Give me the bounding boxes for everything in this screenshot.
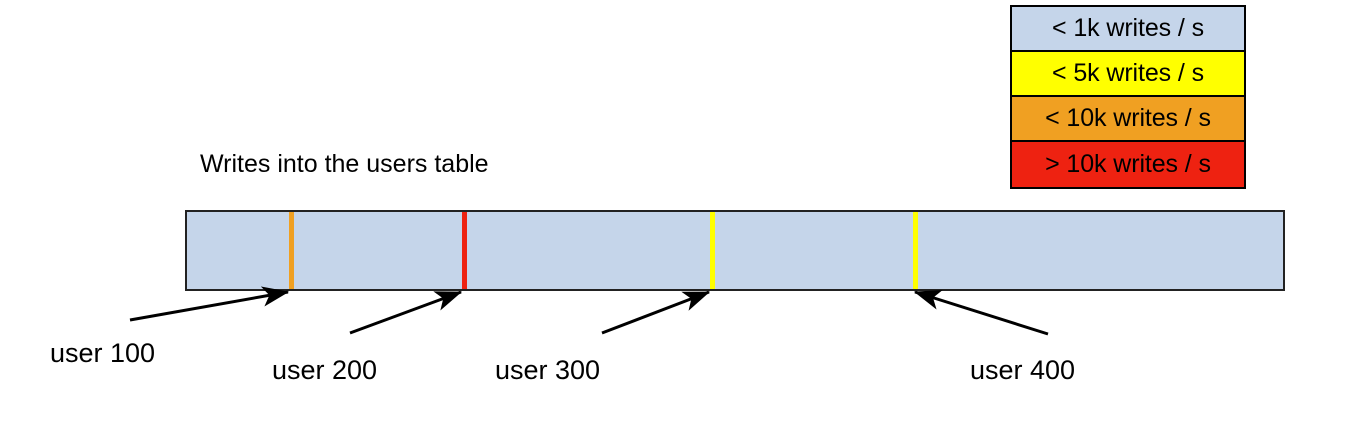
legend-label-over-10k: > 10k writes / s <box>1045 150 1211 178</box>
legend-row-under-5k: < 5k writes / s <box>1012 52 1244 97</box>
users-table-bar <box>185 210 1285 291</box>
label-user-400: user 400 <box>970 355 1076 385</box>
arrow-user-100 <box>129 286 290 322</box>
chart-title: Writes into the users table <box>200 150 489 178</box>
arrow-user-200 <box>349 290 463 335</box>
legend-label-under-5k: < 5k writes / s <box>1051 59 1205 87</box>
marker-stripe-user-400 <box>913 212 918 289</box>
marker-stripe-user-200 <box>462 212 467 289</box>
arrow-user-400 <box>913 290 1049 336</box>
marker-stripe-user-300 <box>710 212 715 289</box>
legend-row-under-1k: < 1k writes / s <box>1012 7 1244 52</box>
legend-row-over-10k: > 10k writes / s <box>1012 142 1244 187</box>
label-user-100: user 100 <box>50 338 156 368</box>
legend-label-under-1k: < 1k writes / s <box>1051 14 1205 42</box>
label-user-300: user 300 <box>495 355 601 385</box>
legend-row-under-10k: < 10k writes / s <box>1012 97 1244 142</box>
arrow-user-300 <box>601 290 711 335</box>
legend-label-under-10k: < 10k writes / s <box>1045 104 1211 132</box>
label-user-200: user 200 <box>272 355 378 385</box>
marker-stripe-user-100 <box>289 212 294 289</box>
legend: < 1k writes / s < 5k writes / s < 10k wr… <box>1010 5 1246 189</box>
